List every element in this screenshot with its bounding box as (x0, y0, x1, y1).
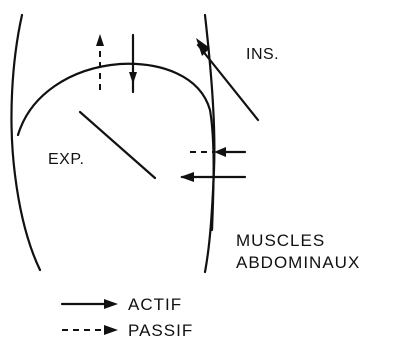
body-outline-left (11, 15, 40, 270)
upper-left-arrowhead (214, 147, 226, 157)
ins-label: INS. (246, 46, 279, 63)
legend-passive-arrowhead (104, 325, 118, 335)
lower-left-arrowhead (180, 172, 194, 182)
diaphragm-dome (18, 64, 214, 230)
active-down-arrowhead (129, 72, 137, 84)
exp-label: EXP. (48, 151, 84, 168)
legend-passive-label: PASSIF (128, 321, 193, 340)
muscles-label-line2: ABDOMINAUX (236, 253, 360, 272)
legend-active-arrowhead (104, 299, 118, 309)
legend-active-label: ACTIF (128, 295, 182, 314)
expiration-diagonal-line (80, 112, 155, 178)
passive-up-arrowhead (96, 34, 104, 46)
legend: ACTIF PASSIF (62, 295, 193, 340)
muscles-label-line1: MUSCLES (236, 231, 325, 250)
